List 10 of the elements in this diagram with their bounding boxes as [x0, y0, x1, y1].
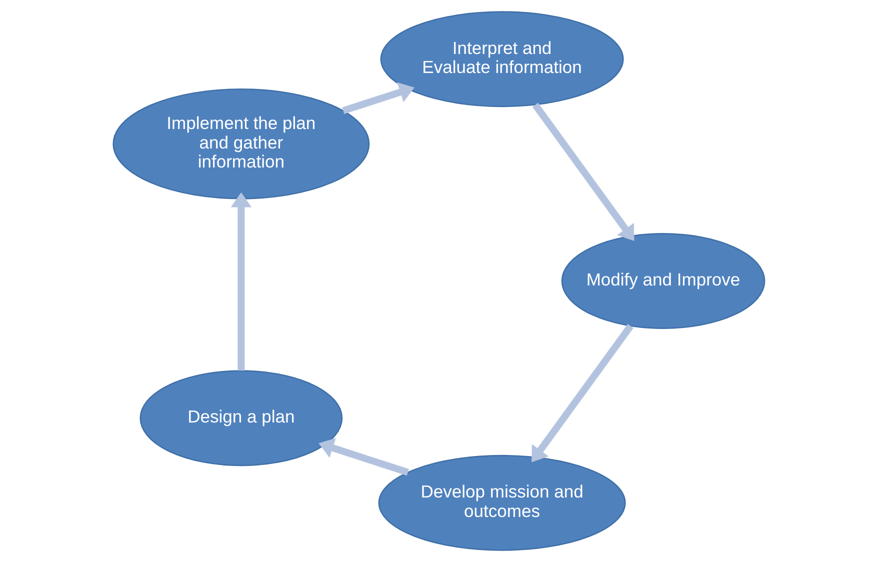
arrow	[230, 192, 252, 371]
arrow	[318, 438, 409, 476]
node-ellipse: Interpret and Evaluate information	[380, 11, 624, 108]
node-ellipse: Modify and Improve	[561, 233, 766, 329]
arrow	[532, 324, 634, 462]
node-ellipse: Develop mission and outcomes	[378, 454, 626, 551]
node-ellipse: Design a plan	[140, 370, 343, 466]
node-ellipse: Implement the plan and gather information	[112, 88, 370, 200]
arrow	[342, 82, 414, 114]
arrow	[532, 102, 634, 242]
